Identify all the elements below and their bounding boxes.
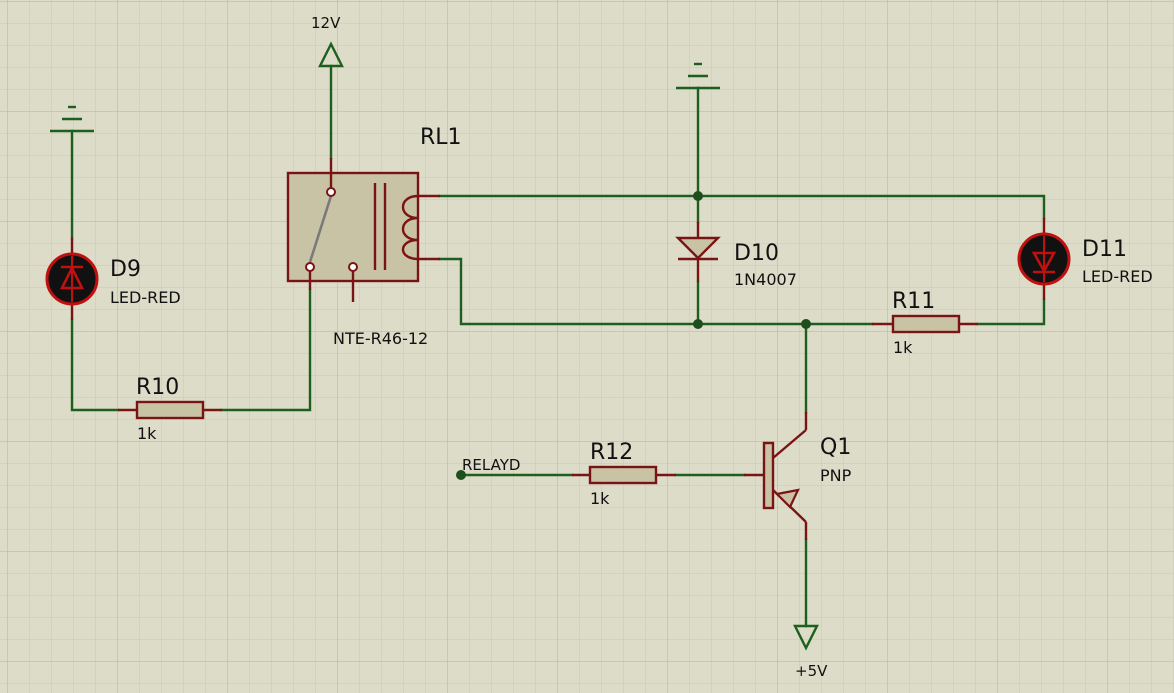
d9-value: LED-RED xyxy=(110,288,181,307)
r12-body xyxy=(588,465,658,485)
power-5v-label: +5V xyxy=(795,662,828,680)
wire-d9-r10[interactable] xyxy=(70,318,120,412)
r11-ref: R11 xyxy=(892,289,935,314)
wire-r10-relay[interactable] xyxy=(220,288,312,412)
relay-pin xyxy=(305,262,315,272)
q1-ref: Q1 xyxy=(820,435,851,460)
r11-value: 1k xyxy=(893,338,913,357)
relay-rl1[interactable]: RL1 NTE-R46-12 xyxy=(286,125,462,348)
relayd-net-label: RELAYD xyxy=(462,456,520,474)
d10-diode-icon xyxy=(675,236,721,260)
resistor-r11[interactable]: R11 1k xyxy=(872,289,978,357)
d11-ref: D11 xyxy=(1082,237,1127,262)
d10-value: 1N4007 xyxy=(734,270,797,289)
r10-body xyxy=(135,400,205,420)
power-5v[interactable]: +5V xyxy=(793,624,828,680)
q1-emitter-arrow-icon xyxy=(774,488,800,509)
resistor-r10[interactable]: R10 1k xyxy=(118,375,222,443)
ground-d10[interactable] xyxy=(676,62,720,90)
r10-value: 1k xyxy=(137,424,157,443)
r10-ref: R10 xyxy=(136,375,179,400)
ground-d9[interactable] xyxy=(50,105,94,133)
power-arrow-down-icon xyxy=(793,624,819,651)
power-12v[interactable]: 12V xyxy=(311,14,344,68)
q1-base-bar xyxy=(762,441,775,510)
led-d9[interactable]: D9 LED-RED xyxy=(45,238,181,320)
relay-ref: RL1 xyxy=(420,125,462,150)
r12-value: 1k xyxy=(590,489,610,508)
relay-pin xyxy=(348,262,358,272)
d9-ref: D9 xyxy=(110,257,141,282)
wire-coil-bottom[interactable] xyxy=(438,257,874,326)
wires xyxy=(70,64,1046,628)
power-arrow-icon xyxy=(318,41,344,68)
r11-body xyxy=(891,314,961,334)
transistor-q1[interactable]: Q1 PNP xyxy=(744,412,852,540)
wire-coil-top[interactable] xyxy=(438,194,1046,220)
d11-value: LED-RED xyxy=(1082,267,1153,286)
d10-ref: D10 xyxy=(734,241,779,266)
resistor-r12[interactable]: R12 1k xyxy=(572,440,676,508)
junction-node xyxy=(801,319,811,329)
q1-value: PNP xyxy=(820,466,852,485)
relay-value: NTE-R46-12 xyxy=(333,329,428,348)
junction-node xyxy=(693,191,703,201)
wire-r11-d11[interactable] xyxy=(976,298,1046,326)
relayd-terminal[interactable] xyxy=(456,470,466,480)
led-d11[interactable]: D11 LED-RED xyxy=(1017,218,1153,300)
relay-pin xyxy=(326,187,336,197)
relay-switch-arm xyxy=(308,195,333,263)
diode-d10[interactable]: D10 1N4007 xyxy=(675,222,797,289)
r12-ref: R12 xyxy=(590,440,633,465)
q1-collector-lead xyxy=(772,429,807,459)
relay-coil-icon xyxy=(401,194,419,261)
junction-node xyxy=(693,319,703,329)
power-12v-label: 12V xyxy=(311,14,341,32)
